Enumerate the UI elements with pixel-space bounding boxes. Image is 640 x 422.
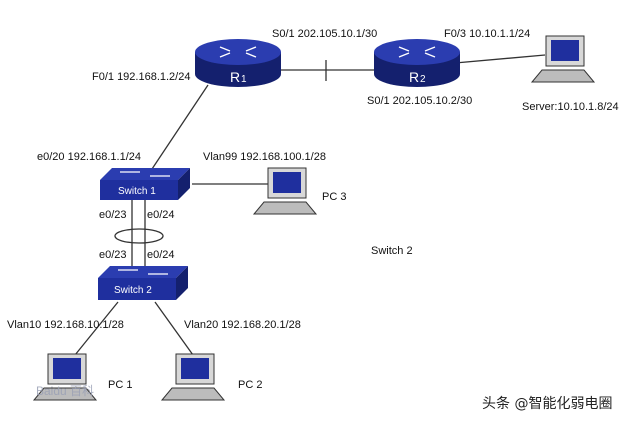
switch-2-top — [98, 266, 188, 278]
label-sw1-e0-24: e0/24 — [147, 209, 175, 221]
pc-1[interactable]: PC 1 — [32, 353, 132, 401]
link-r1-switch1 — [149, 84, 209, 173]
router-r1[interactable]: R 1 — [195, 39, 281, 87]
pc-1-label: PC 1 — [108, 379, 132, 391]
label-floating-switch2: Switch 2 — [371, 245, 413, 257]
label-sw2-vlan20: Vlan20 192.168.20.1/28 — [184, 319, 301, 331]
link-r2-server — [454, 54, 546, 64]
router-r1-sub: 1 — [241, 74, 247, 85]
label-sw2-e0-24: e0/24 — [147, 249, 175, 261]
switch-2-side — [176, 266, 188, 300]
watermark-toutiao: 头条 @智能化弱电圈 — [482, 395, 612, 412]
router-r2[interactable]: R 2 — [374, 39, 460, 87]
router-r2-label: R — [409, 69, 419, 85]
pc-3-label: PC 3 — [322, 191, 346, 203]
switch-1-top — [100, 168, 190, 180]
pc-2-label: PC 2 — [238, 379, 262, 391]
switch-2-front — [98, 278, 176, 300]
switch-1-arrows-icon — [120, 171, 170, 177]
router-r2-sub: 2 — [420, 74, 426, 85]
label-r2-s0-1: S0/1 202.105.10.2/30 — [367, 95, 472, 107]
router-r2-top — [374, 39, 460, 65]
server-label: Server:10.10.1.8/24 — [522, 101, 619, 113]
switch-1-front — [100, 180, 178, 200]
links — [74, 54, 546, 356]
label-sw1-vlan99: Vlan99 192.168.100.1/28 — [203, 151, 326, 163]
pc-1-base-icon — [32, 387, 98, 401]
switch-2-label: Switch 2 — [114, 285, 152, 296]
link-switch2-pc1 — [74, 301, 119, 356]
switch-2-arrows-icon — [118, 269, 168, 275]
pc-3-base-icon — [252, 201, 318, 215]
label-r1-f0-1: F0/1 192.168.1.2/24 — [92, 71, 190, 83]
pc-3[interactable]: PC 3 — [252, 167, 346, 215]
router-r1-arrows-icon — [219, 46, 257, 58]
interface-labels: S0/1 202.105.10.1/30 F0/3 10.10.1.1/24 F… — [7, 28, 530, 331]
router-r1-label: R — [230, 69, 240, 85]
server[interactable]: Server:10.10.1.8/24 — [522, 35, 619, 113]
label-sw1-e0-20: e0/20 192.168.1.1/24 — [37, 151, 141, 163]
router-r1-top — [195, 39, 281, 65]
link-switch2-pc2 — [154, 301, 194, 356]
etherchannel-ring — [114, 228, 164, 244]
label-sw1-e0-23: e0/23 — [99, 209, 127, 221]
switch-1[interactable]: Switch 1 — [100, 168, 190, 200]
pc-2[interactable]: PC 2 — [160, 353, 262, 401]
switch-1-label: Switch 1 — [118, 186, 156, 197]
label-r2-f0-3: F0/3 10.10.1.1/24 — [444, 28, 530, 40]
switch-1-side — [178, 168, 190, 200]
label-sw2-vlan10: Vlan10 192.168.10.1/28 — [7, 319, 124, 331]
watermark-baidu: Baidu 百科 — [36, 384, 94, 398]
label-r1-s0-1: S0/1 202.105.10.1/30 — [272, 28, 377, 40]
router-r2-arrows-icon — [398, 46, 436, 58]
label-sw2-e0-23: e0/23 — [99, 249, 127, 261]
switch-2[interactable]: Switch 2 — [98, 266, 188, 300]
server-base-icon — [530, 69, 596, 83]
watermarks: Baidu 百科 头条 @智能化弱电圈 — [36, 384, 612, 412]
pc-2-base-icon — [160, 387, 226, 401]
